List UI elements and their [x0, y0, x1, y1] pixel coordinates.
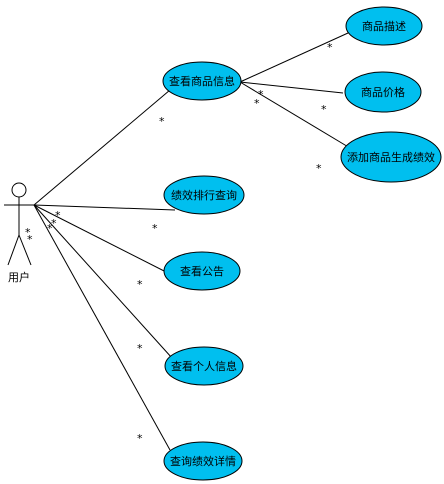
mult-add-product-perf: *: [316, 162, 322, 175]
use-case-product-desc-shape: [345, 6, 423, 46]
use-case-product-desc[interactable]: 商品描述: [345, 6, 423, 46]
edge-view-product-desc: [239, 32, 349, 83]
mult-view-notice: *: [137, 278, 143, 291]
mult-perf-detail: *: [137, 432, 143, 445]
mult-actor-5: *: [27, 233, 33, 246]
actor-label: 用户: [8, 270, 30, 284]
edge-actor-perf-ranking: [33, 204, 176, 211]
mult-product-desc: *: [327, 41, 333, 54]
mult-product-price: *: [321, 103, 327, 116]
use-case-add-product-perf-shape: [340, 131, 442, 183]
use-case-view-product-label: 查看商品信息: [169, 74, 235, 88]
mult-actor-3: *: [47, 222, 53, 235]
mult-view-product-src-1: *: [258, 88, 264, 101]
mult-view-product-src-2: *: [254, 97, 260, 110]
use-case-product-price-label: 商品价格: [361, 85, 405, 99]
edge-actor-view-notice: [33, 204, 173, 276]
use-case-view-product[interactable]: 查看商品信息: [162, 61, 242, 101]
actor-user: 用户: [4, 182, 34, 284]
mult-actor-2: *: [51, 217, 57, 230]
mult-view-personal: *: [137, 342, 143, 355]
use-case-perf-ranking-shape: [163, 175, 245, 215]
mult-view-product: *: [159, 115, 165, 128]
mult-actor-4: *: [25, 226, 31, 239]
edge-actor-view-product: [33, 89, 171, 206]
use-case-view-personal[interactable]: 查看个人信息: [164, 346, 244, 386]
multiplicity-markers: * * * * * * * * * * * * * * *: [25, 41, 333, 445]
actor-right-leg: [18, 234, 32, 266]
use-case-view-personal-label: 查看个人信息: [171, 359, 237, 373]
edge-view-product-add: [239, 81, 351, 149]
use-case-view-notice-label: 查看公告: [180, 264, 224, 278]
use-case-product-price[interactable]: 商品价格: [344, 71, 422, 113]
mult-actor-1: *: [55, 209, 61, 222]
actor-left-leg: [7, 234, 20, 266]
use-case-add-product-perf[interactable]: 添加商品生成绩效: [340, 131, 442, 183]
actor-head: [11, 182, 27, 198]
edge-actor-view-personal: [33, 204, 173, 359]
use-case-product-desc-label: 商品描述: [362, 19, 406, 33]
use-case-perf-detail-label: 查询绩效详情: [170, 454, 236, 468]
use-case-perf-ranking[interactable]: 绩效排行查询: [163, 175, 245, 215]
use-case-product-price-shape: [344, 71, 422, 113]
use-case-perf-detail-shape: [163, 441, 243, 481]
use-case-view-notice[interactable]: 查看公告: [163, 251, 241, 291]
use-case-view-notice-shape: [163, 251, 241, 291]
use-case-perf-detail[interactable]: 查询绩效详情: [163, 441, 243, 481]
use-case-view-product-shape: [162, 61, 242, 101]
use-case-view-personal-shape: [164, 346, 244, 386]
use-case-add-product-perf-label: 添加商品生成绩效: [347, 150, 435, 164]
mult-perf-ranking: *: [152, 222, 158, 235]
edge-view-product-price: [239, 81, 344, 94]
edge-actor-perf-detail: [33, 204, 171, 451]
use-case-perf-ranking-label: 绩效排行查询: [171, 188, 237, 202]
